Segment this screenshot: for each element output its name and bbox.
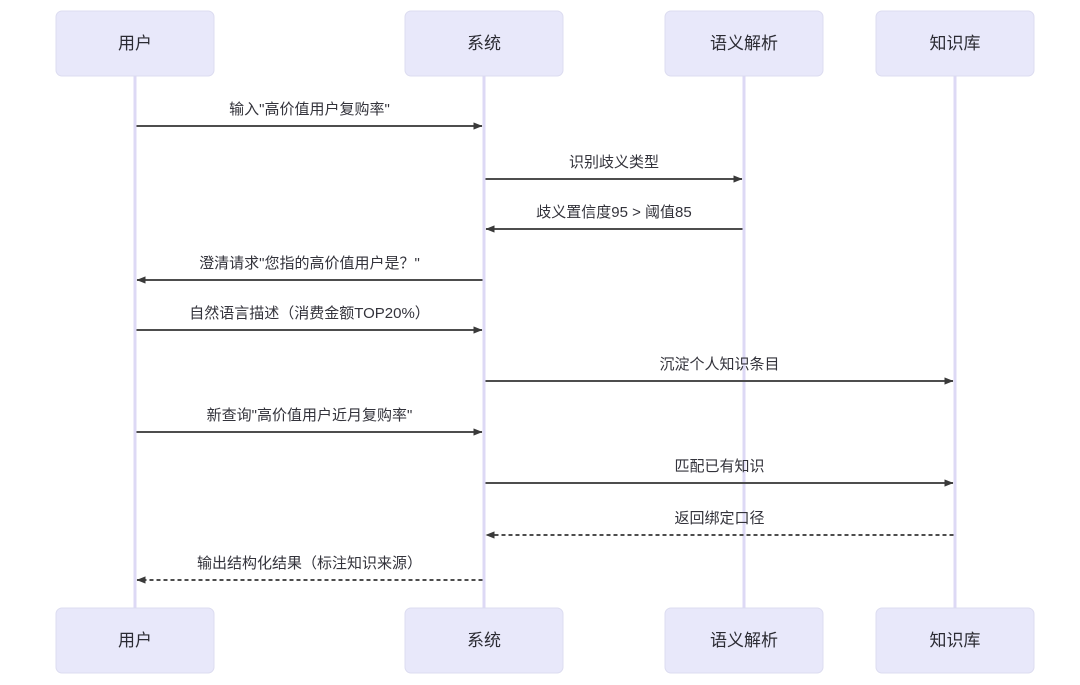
message-m5[interactable]: 自然语言描述（消费金额TOP20%）: [136, 305, 483, 334]
participant-label: 用户: [118, 631, 152, 650]
participant-footers: 用户 系统 语义解析 知识库: [55, 607, 1035, 674]
message-label: 自然语言描述（消费金额TOP20%）: [189, 305, 430, 322]
message-m3[interactable]: 歧义置信度95 > 阈值85: [485, 204, 743, 233]
participant-footer-knowledge[interactable]: 知识库: [875, 607, 1035, 674]
participant-box: [55, 10, 215, 77]
participant-box: [55, 607, 215, 674]
participant-footer-semantic[interactable]: 语义解析: [664, 607, 824, 674]
participant-header-system[interactable]: 系统: [404, 10, 564, 77]
message-label: 识别歧义类型: [569, 154, 659, 171]
message-m4[interactable]: 澄清请求"您指的高价值用户是？": [136, 255, 483, 284]
participant-header-knowledge[interactable]: 知识库: [875, 10, 1035, 77]
participant-box: [664, 607, 824, 674]
participant-label: 用户: [118, 34, 152, 53]
message-m7[interactable]: 新查询"高价值用户近月复购率": [136, 406, 483, 436]
message-label: 匹配已有知识: [674, 458, 764, 475]
message-m9[interactable]: 返回绑定口径: [485, 510, 954, 539]
participant-headers: 用户 系统 语义解析 知识库: [55, 10, 1035, 77]
participant-label: 语义解析: [710, 631, 778, 650]
participant-box: [664, 10, 824, 77]
message-m10[interactable]: 输出结构化结果（标注知识来源）: [136, 555, 483, 584]
message-m6[interactable]: 沉淀个人知识条目: [485, 356, 954, 385]
participant-header-user[interactable]: 用户: [55, 10, 215, 77]
participant-box: [404, 10, 564, 77]
participant-label: 知识库: [930, 631, 981, 650]
participant-footer-user[interactable]: 用户: [55, 607, 215, 674]
message-label: 输入"高价值用户复购率": [229, 100, 390, 118]
lifelines-layer: [133, 76, 957, 608]
message-label: 沉淀个人知识条目: [659, 356, 779, 373]
message-label: 输出结构化结果（标注知识来源）: [197, 555, 422, 572]
message-m8[interactable]: 匹配已有知识: [485, 458, 954, 487]
message-label: 澄清请求"您指的高价值用户是？": [199, 255, 420, 272]
message-m1[interactable]: 输入"高价值用户复购率": [136, 100, 483, 130]
participant-box: [875, 607, 1035, 674]
participant-header-semantic[interactable]: 语义解析: [664, 10, 824, 77]
message-m2[interactable]: 识别歧义类型: [485, 154, 743, 183]
participant-label: 知识库: [930, 34, 981, 53]
participant-label: 系统: [467, 631, 501, 650]
message-label: 歧义置信度95 > 阈值85: [536, 204, 691, 221]
participant-box: [404, 607, 564, 674]
participant-label: 系统: [467, 34, 501, 53]
message-label: 新查询"高价值用户近月复购率": [207, 406, 413, 424]
participant-label: 语义解析: [710, 34, 778, 53]
participant-footer-system[interactable]: 系统: [404, 607, 564, 674]
participant-box: [875, 10, 1035, 77]
message-label: 返回绑定口径: [674, 510, 764, 527]
